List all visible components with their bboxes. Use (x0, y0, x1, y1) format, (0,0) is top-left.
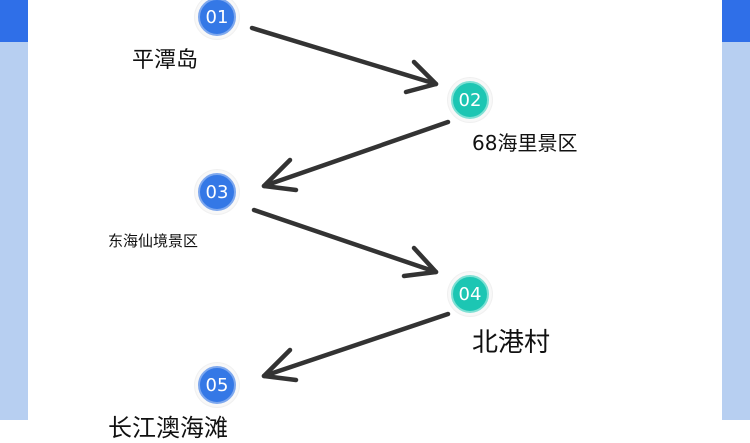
step-number: 05 (205, 374, 229, 396)
step-number: 02 (458, 89, 482, 111)
step-label-01: 平潭岛 (132, 48, 199, 73)
left-band-dark (0, 0, 28, 42)
step-badge-02: 02 (451, 81, 489, 119)
step-number: 01 (205, 6, 229, 28)
left-band-light (0, 42, 28, 420)
step-label-02: 68海里景区 (472, 131, 578, 155)
step-badge-03: 03 (198, 173, 236, 211)
arrow-3-to-4 (251, 207, 439, 279)
route-arrows (249, 25, 451, 383)
arrow-2-to-3 (261, 119, 451, 193)
step-label-03: 东海仙境景区 (108, 232, 199, 250)
step-label-04: 北港村 (472, 328, 551, 358)
step-badge-01: 01 (198, 0, 236, 36)
step-label-05: 长江澳海滩 (108, 414, 228, 442)
right-band-light (722, 42, 750, 420)
arrow-1-to-2 (249, 25, 439, 95)
right-band-dark (722, 0, 750, 42)
arrow-4-to-5 (261, 311, 451, 383)
step-number: 04 (458, 283, 482, 305)
step-badge-04: 04 (451, 275, 489, 313)
step-number: 03 (205, 181, 229, 203)
step-badge-05: 05 (198, 366, 236, 404)
